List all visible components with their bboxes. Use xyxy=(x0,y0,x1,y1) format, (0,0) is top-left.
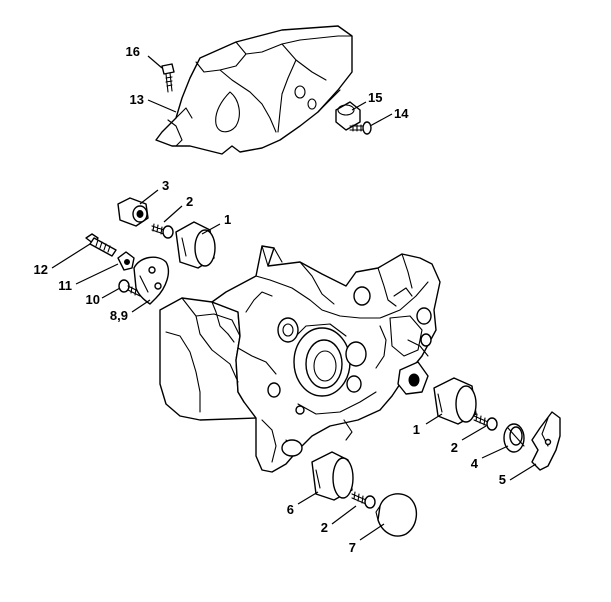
callout-6: 6 xyxy=(287,502,294,517)
buffer-6 xyxy=(311,451,354,501)
buffer-1-upper xyxy=(175,221,216,269)
screw-2-lower xyxy=(351,491,376,509)
callout-3: 3 xyxy=(162,178,169,193)
bolt-12 xyxy=(85,233,117,257)
callout-2-upper: 2 xyxy=(186,194,193,209)
screw-14 xyxy=(349,121,372,135)
bracket-5 xyxy=(531,411,561,471)
shroud-cover xyxy=(155,25,353,155)
leader-lines xyxy=(51,55,537,541)
callout-8-9: 8,9 xyxy=(110,308,128,323)
buffer-1-lower xyxy=(433,377,477,425)
callout-12: 12 xyxy=(34,262,48,277)
callout-7: 7 xyxy=(349,540,356,555)
cover-cap-7 xyxy=(375,493,417,537)
plate-8-9 xyxy=(133,256,170,305)
screw-16 xyxy=(161,63,175,93)
callout-2-lower: 2 xyxy=(321,520,328,535)
screw-2-upper xyxy=(151,223,174,239)
crankcase-housing xyxy=(159,245,441,473)
callout-4: 4 xyxy=(471,456,479,471)
callout-5: 5 xyxy=(499,472,506,487)
clip-11 xyxy=(117,251,135,271)
callout-10: 10 xyxy=(86,292,100,307)
callout-15: 15 xyxy=(368,90,382,105)
callout-1-upper: 1 xyxy=(224,212,231,227)
sleeve-3 xyxy=(117,197,149,227)
callout-2-middle: 2 xyxy=(451,440,458,455)
screw-10 xyxy=(118,279,141,297)
callout-14: 14 xyxy=(394,106,409,121)
cap-4 xyxy=(503,423,525,453)
screw-2-middle xyxy=(473,413,498,431)
callout-11: 11 xyxy=(58,278,72,293)
callout-13: 13 xyxy=(130,92,144,107)
callout-1-lower: 1 xyxy=(413,422,420,437)
callout-labels: 16 13 15 14 3 2 1 12 11 10 8,9 1 2 4 5 6… xyxy=(34,44,506,555)
callout-16: 16 xyxy=(126,44,140,59)
